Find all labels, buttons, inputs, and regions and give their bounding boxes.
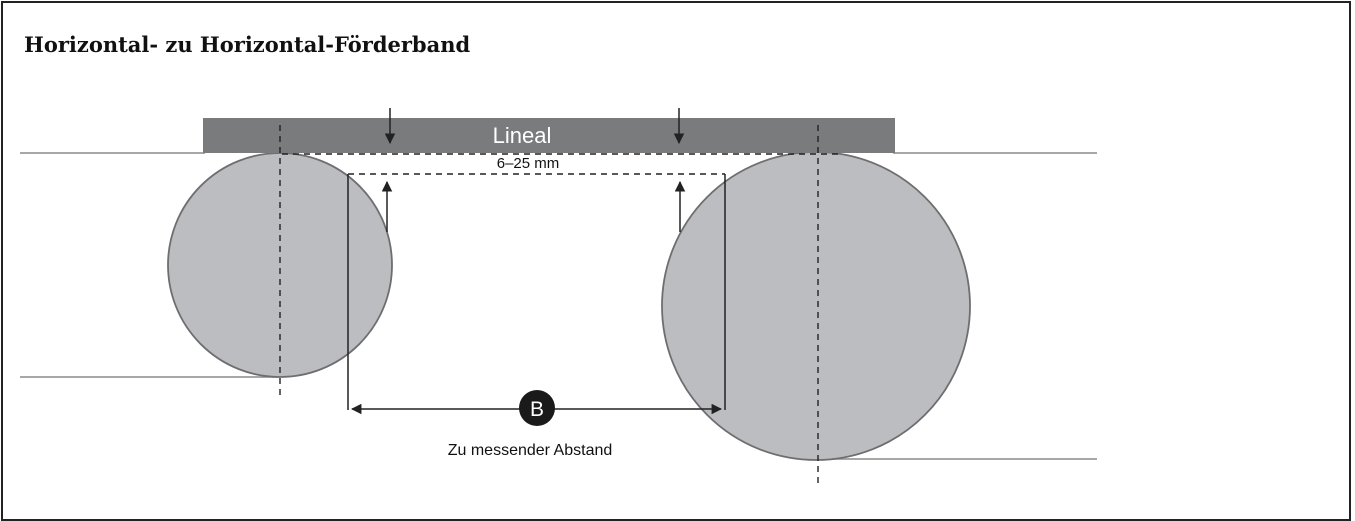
ruler-label: Lineal: [493, 123, 552, 148]
conveyor-diagram: Lineal 6–25 mm B Zu messender Abstand: [20, 108, 1097, 483]
marker-b-circle: [519, 390, 555, 426]
diagram-title: Horizontal- zu Horizontal-Förderband: [24, 32, 471, 57]
ruler-bar: [203, 118, 895, 153]
gap-label: 6–25 mm: [497, 155, 560, 172]
marker-b-label: B: [530, 398, 544, 421]
left-roller: [167, 152, 393, 378]
distance-label: Zu messender Abstand: [448, 442, 613, 459]
right-roller: [661, 151, 971, 461]
